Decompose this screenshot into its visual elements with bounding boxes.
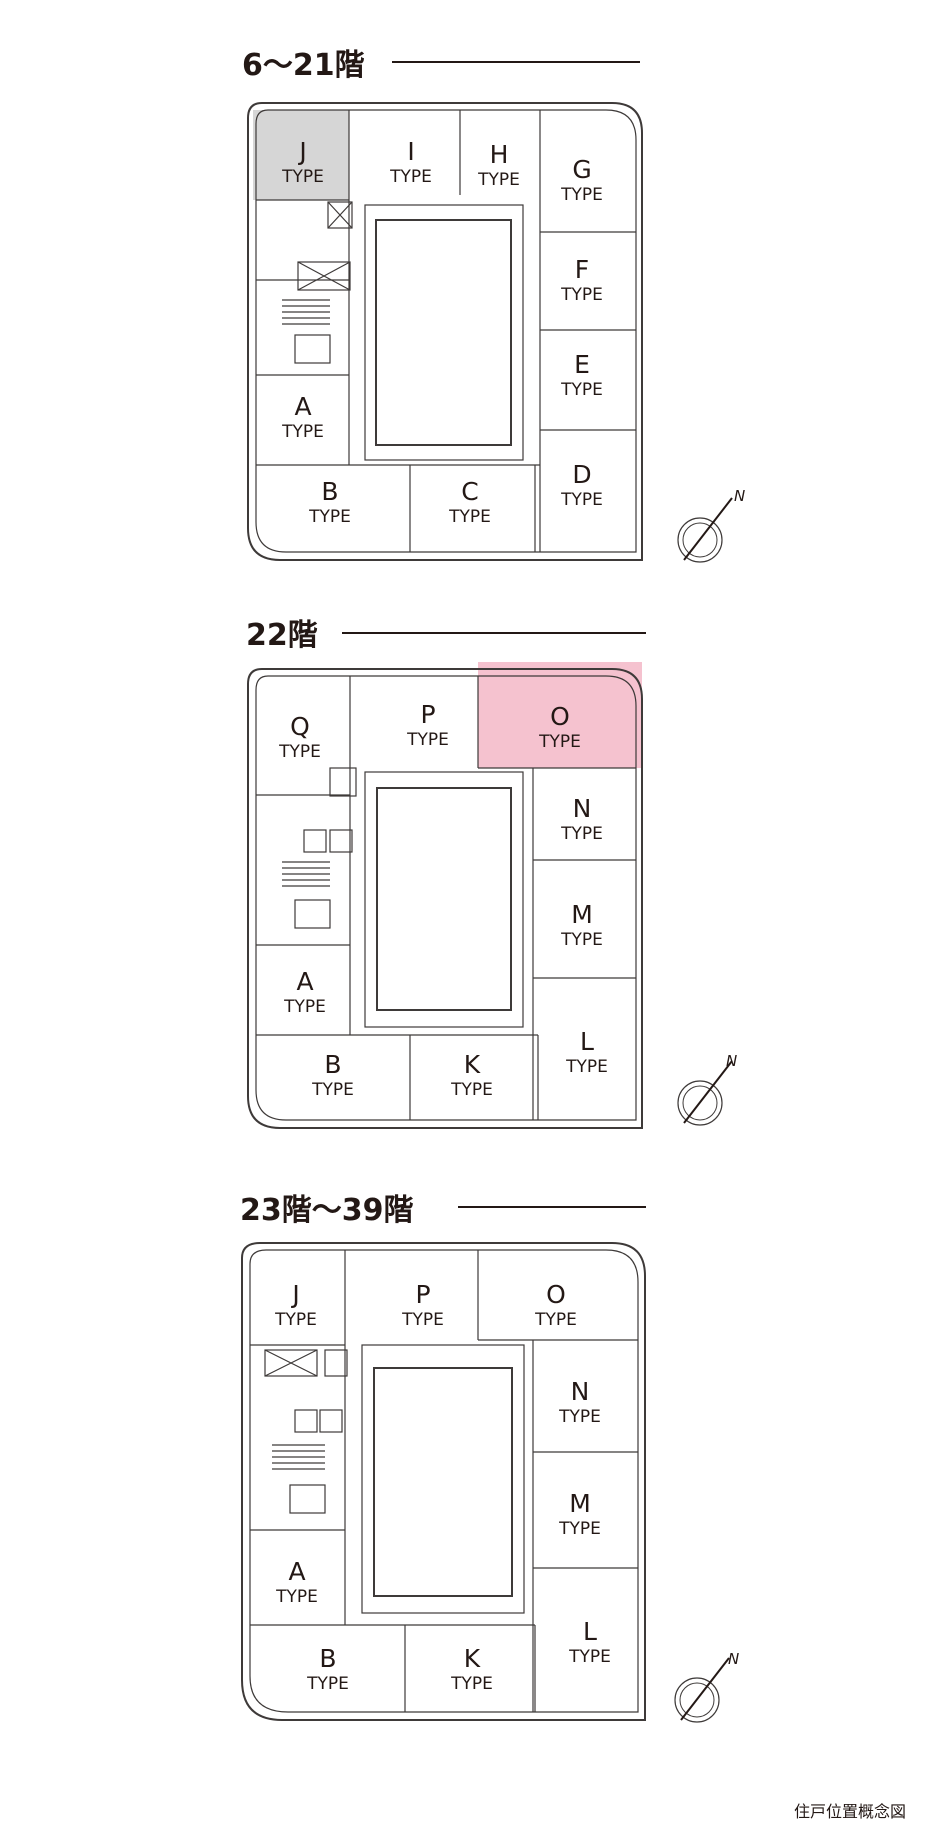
unit-letter: N	[573, 794, 592, 823]
unit-type: TYPE	[558, 1407, 601, 1427]
unit-type: TYPE	[278, 742, 321, 762]
unit-letter: N	[571, 1377, 590, 1406]
unit-type: TYPE	[283, 997, 326, 1017]
floor-heading-22: 22階	[246, 618, 318, 653]
unit-letter: L	[580, 1027, 594, 1056]
unit-letter: B	[324, 1050, 341, 1079]
unit-letter: M	[571, 900, 593, 929]
caption: 住戸位置概念図	[793, 1802, 906, 1821]
compass-icon: N	[677, 487, 745, 563]
unit-type: TYPE	[477, 170, 520, 190]
compass-north-label: N	[734, 487, 745, 505]
unit-type: TYPE	[308, 507, 351, 527]
unit-type: TYPE	[306, 1674, 349, 1694]
unit-letter: D	[572, 460, 591, 489]
heading-rule	[392, 61, 640, 63]
unit-letter: B	[321, 477, 338, 506]
unit-type: TYPE	[274, 1310, 317, 1330]
unit-type: TYPE	[401, 1310, 444, 1330]
unit-letter: L	[583, 1617, 597, 1646]
unit-type: TYPE	[560, 490, 603, 510]
unit-type: TYPE	[275, 1587, 318, 1607]
unit-type: TYPE	[565, 1057, 608, 1077]
compass-icon: N	[677, 1052, 737, 1126]
unit-letter: Q	[290, 712, 310, 741]
unit-letter: J	[290, 1280, 299, 1309]
unit-type: TYPE	[389, 167, 432, 187]
unit-letter: G	[572, 155, 591, 184]
unit-letter: K	[464, 1644, 481, 1673]
floor-heading-6-21: 6～21階	[242, 48, 365, 83]
unit-letter: P	[415, 1280, 430, 1309]
heading-rule	[342, 632, 646, 634]
unit-type: TYPE	[560, 824, 603, 844]
unit-type: TYPE	[560, 380, 603, 400]
unit-letter: M	[569, 1489, 591, 1518]
unit-type: TYPE	[448, 507, 491, 527]
unit-type: TYPE	[560, 930, 603, 950]
unit-letter: H	[490, 140, 509, 169]
unit-letter: O	[546, 1280, 566, 1309]
compass-north-label: N	[726, 1052, 737, 1070]
unit-type: TYPE	[558, 1519, 601, 1539]
compass-icon: N	[674, 1650, 739, 1723]
unit-letter: A	[296, 967, 313, 996]
unit-letter: K	[464, 1050, 481, 1079]
unit-letter: P	[420, 700, 435, 729]
heading-rule	[458, 1206, 646, 1208]
unit-letter: C	[461, 477, 478, 506]
unit-type: TYPE	[560, 185, 603, 205]
floor-heading-23-39: 23階～39階	[240, 1193, 414, 1228]
unit-type: TYPE	[281, 167, 324, 187]
unit-letter: I	[407, 137, 414, 166]
unit-type: TYPE	[560, 285, 603, 305]
unit-highlight-j	[253, 110, 349, 200]
unit-type: TYPE	[538, 732, 581, 752]
unit-letter: B	[319, 1644, 336, 1673]
unit-type: TYPE	[534, 1310, 577, 1330]
unit-type: TYPE	[311, 1080, 354, 1100]
unit-type: TYPE	[450, 1674, 493, 1694]
unit-letter: J	[297, 137, 306, 166]
unit-letter: E	[574, 350, 590, 379]
unit-letter: A	[288, 1557, 305, 1586]
unit-letter: A	[294, 392, 311, 421]
unit-type: TYPE	[450, 1080, 493, 1100]
compass-north-label: N	[728, 1650, 739, 1668]
unit-type: TYPE	[568, 1647, 611, 1667]
unit-letter: O	[550, 702, 570, 731]
unit-letter: F	[575, 255, 589, 284]
unit-type: TYPE	[281, 422, 324, 442]
unit-type: TYPE	[406, 730, 449, 750]
unit-highlight-o	[478, 662, 642, 768]
